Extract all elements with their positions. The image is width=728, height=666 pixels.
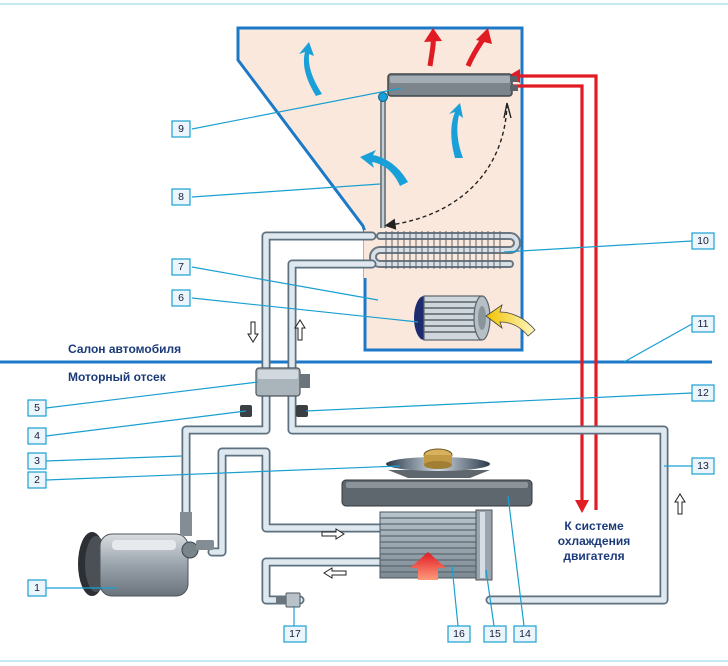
evaporator xyxy=(364,230,521,278)
condenser-air-arrow-icon xyxy=(410,552,446,580)
hot-air-arrow-icon xyxy=(424,28,492,67)
svg-text:2: 2 xyxy=(34,474,40,486)
expansion-valve xyxy=(255,367,310,397)
svg-text:17: 17 xyxy=(289,628,301,640)
callout-4: 4 xyxy=(27,427,47,445)
svg-text:8: 8 xyxy=(178,191,184,203)
svg-text:4: 4 xyxy=(34,430,40,442)
coolant-system-label-3: двигателя xyxy=(563,549,624,563)
svg-text:14: 14 xyxy=(519,628,531,640)
refrigerant-direction-arrow-icon xyxy=(247,319,686,579)
callout-14: 14 xyxy=(513,625,537,643)
callout-6: 6 xyxy=(171,289,191,307)
svg-text:5: 5 xyxy=(34,402,40,414)
heater-core xyxy=(387,73,518,97)
svg-text:10: 10 xyxy=(697,235,709,247)
svg-text:13: 13 xyxy=(697,460,709,472)
coolant-system-label-2: охлаждения xyxy=(558,534,630,548)
callout-1: 1 xyxy=(27,579,47,597)
damper-travel-arc xyxy=(384,103,508,230)
callout-9: 9 xyxy=(171,120,191,138)
callout-16: 16 xyxy=(447,625,471,643)
callout-3: 3 xyxy=(27,452,47,470)
svg-text:16: 16 xyxy=(453,628,465,640)
callout-12: 12 xyxy=(691,384,715,402)
engine-radiator xyxy=(341,479,533,507)
callout-5: 5 xyxy=(27,399,47,417)
svg-text:3: 3 xyxy=(34,455,40,467)
callout-2: 2 xyxy=(27,471,47,489)
pressure-sensor xyxy=(276,592,301,608)
svg-text:6: 6 xyxy=(178,292,184,304)
callout-7: 7 xyxy=(171,258,191,276)
leader-lines xyxy=(45,87,693,627)
coolant-system-label-1: К системе xyxy=(564,519,624,533)
service-port-high xyxy=(296,405,308,417)
engine-bay-label: Моторный отсек xyxy=(68,370,167,384)
cabin-label: Салон автомобиля xyxy=(68,342,181,356)
svg-text:11: 11 xyxy=(698,318,709,330)
callout-13: 13 xyxy=(691,457,715,475)
svg-text:9: 9 xyxy=(178,123,184,135)
callout-11: 11 xyxy=(691,315,715,333)
callout-15: 15 xyxy=(483,625,507,643)
cabin-blower xyxy=(414,295,491,341)
svg-text:12: 12 xyxy=(697,387,709,399)
svg-text:1: 1 xyxy=(34,582,40,594)
svg-text:15: 15 xyxy=(489,628,501,640)
cooling-fan xyxy=(386,448,490,478)
svg-text:7: 7 xyxy=(178,261,184,273)
callout-17: 17 xyxy=(283,625,307,643)
compressor xyxy=(78,512,214,597)
callout-8: 8 xyxy=(171,188,191,206)
intake-air-arrow-icon xyxy=(485,304,536,337)
callout-10: 10 xyxy=(691,232,715,250)
receiver-drier xyxy=(475,509,493,581)
air-flow-arrow-icon xyxy=(299,42,463,186)
